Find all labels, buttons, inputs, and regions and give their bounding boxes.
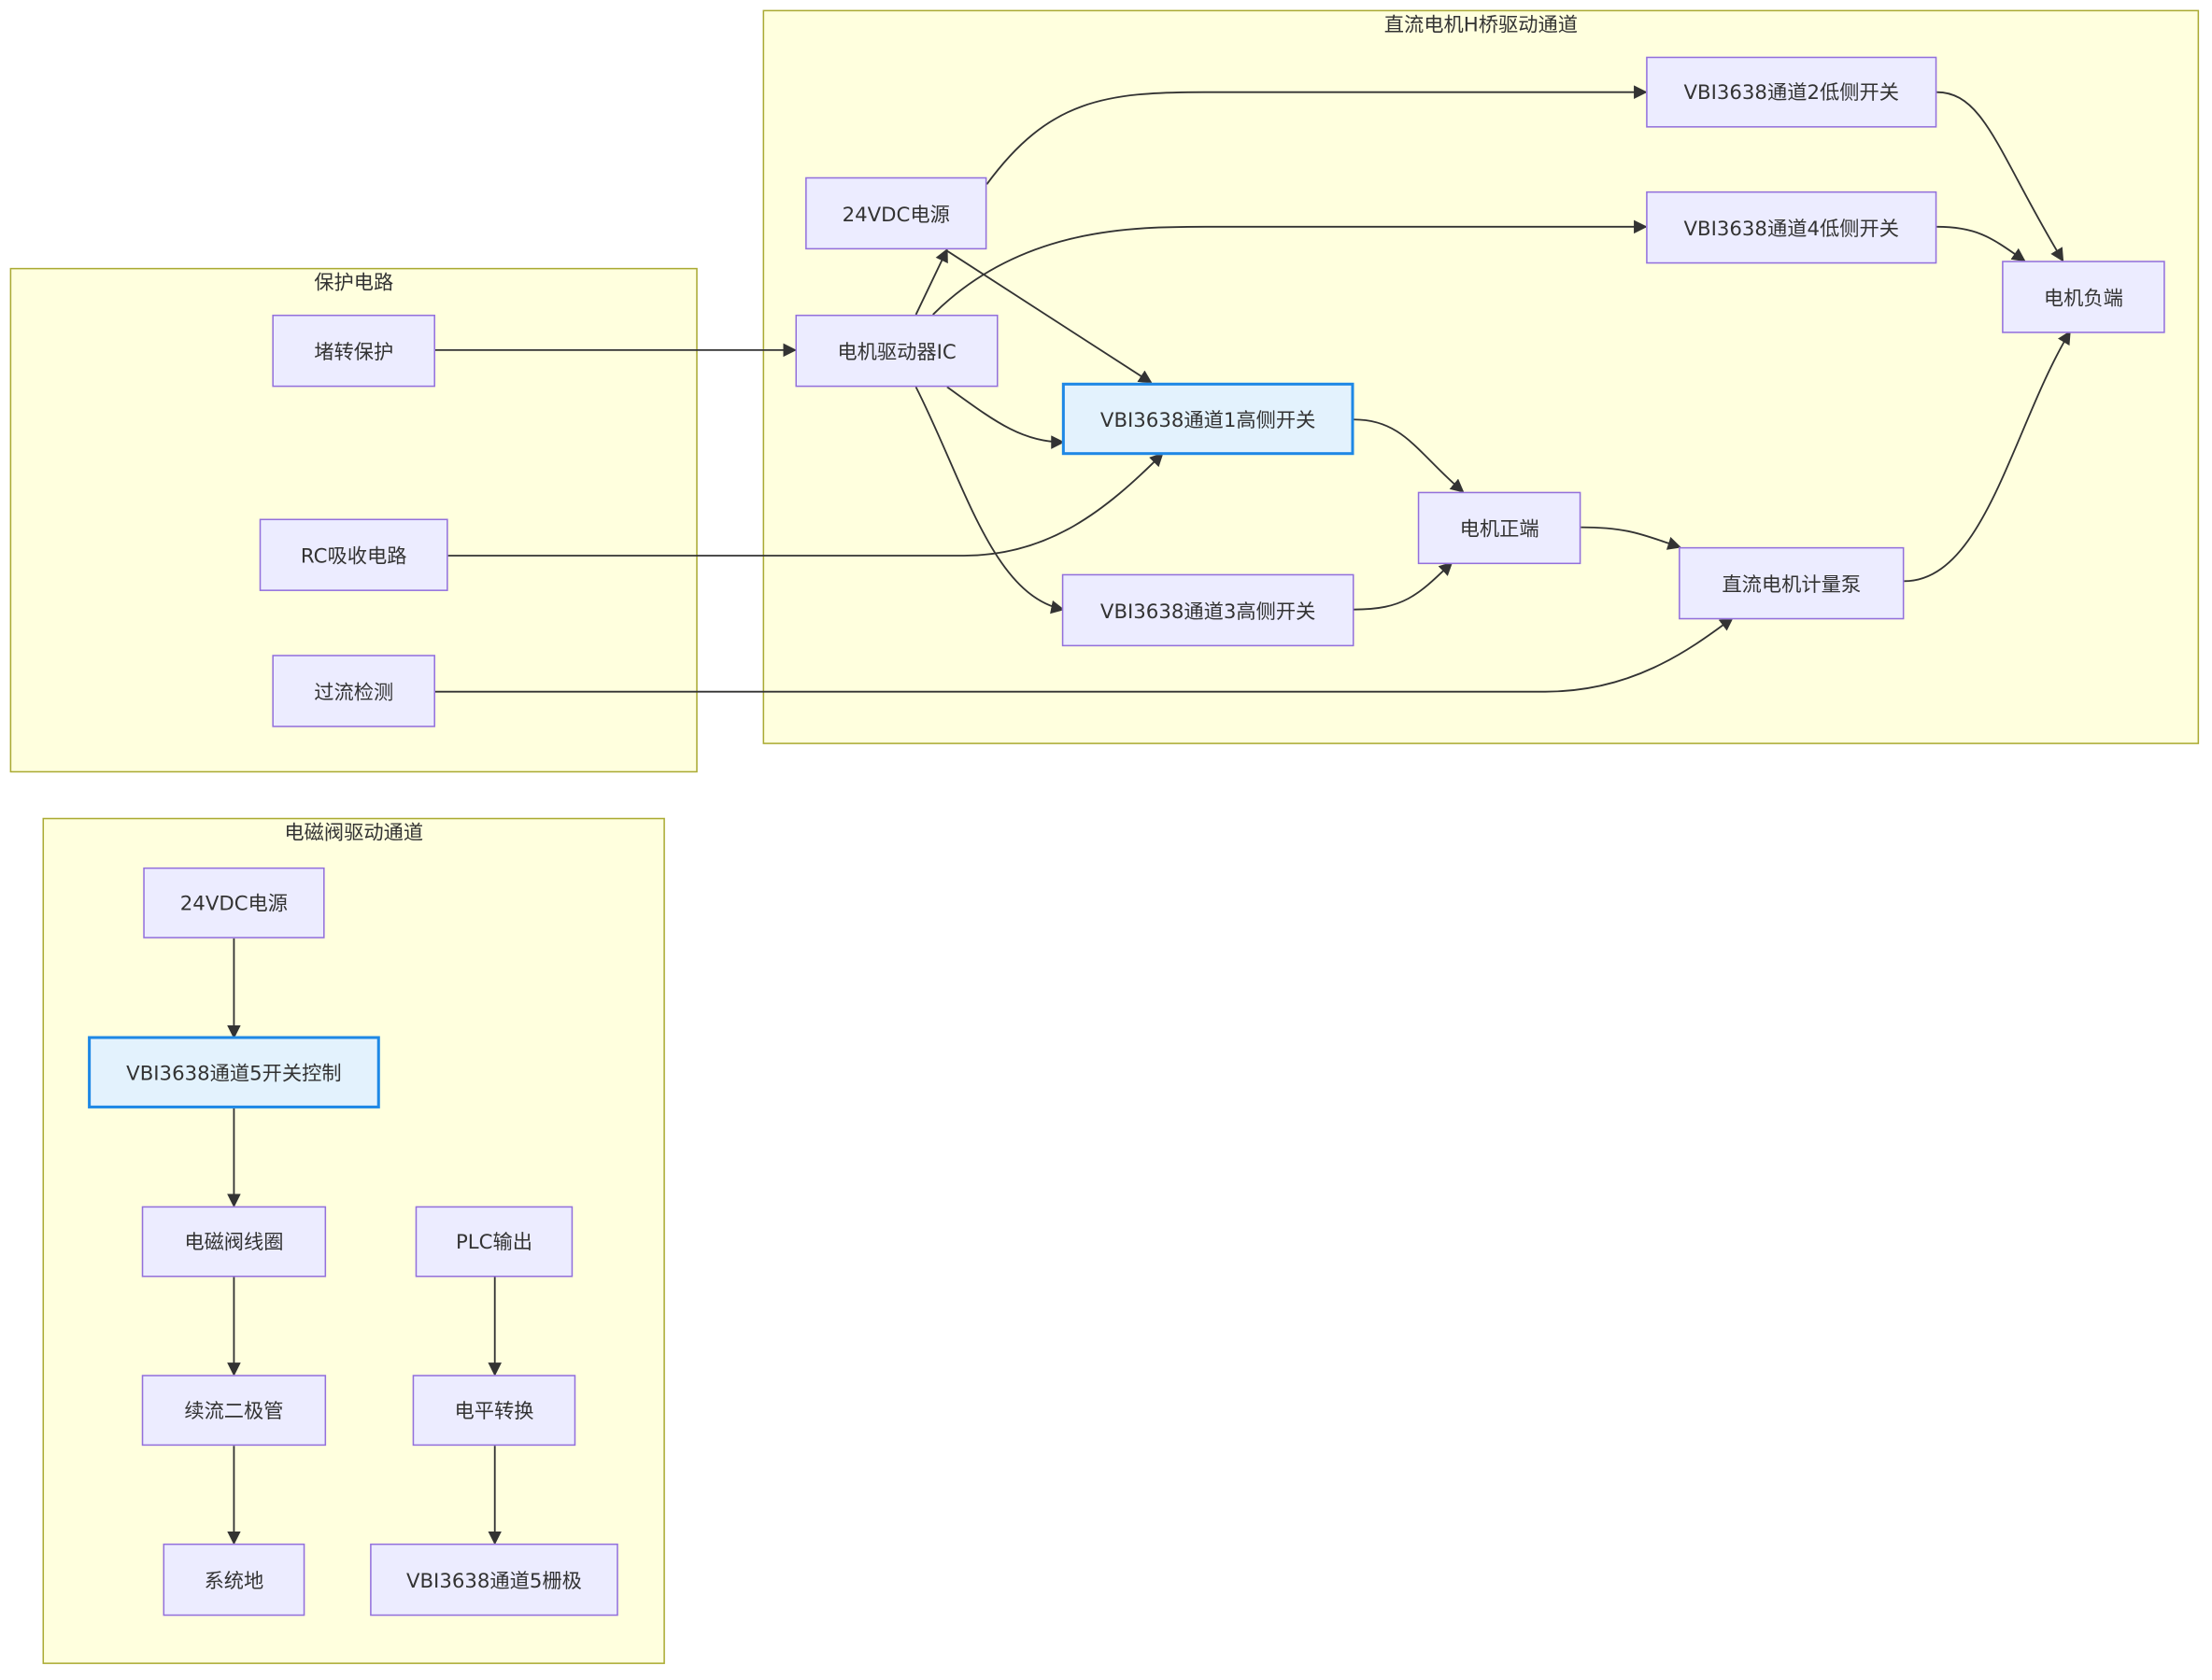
node-vbi3638-ch2-low-side[interactable]: VBI3638通道2低侧开关 bbox=[1646, 56, 1937, 128]
cluster-title-solenoid: 电磁阀驱动通道 bbox=[284, 822, 424, 845]
cluster-hbridge: 直流电机H桥驱动通道 bbox=[762, 9, 2200, 744]
node-vbi3638-ch1-high-side[interactable]: VBI3638通道1高侧开关 bbox=[1061, 382, 1354, 456]
node-rc-snubber[interactable]: RC吸收电路 bbox=[259, 518, 448, 591]
edge-ch2-to-motor-load bbox=[1936, 91, 2064, 262]
edge-driver-to-ch1-high bbox=[946, 386, 1065, 449]
node-motor-driver-ic[interactable]: 电机驱动器IC bbox=[795, 314, 999, 388]
edge-overcurrent-to-pump bbox=[434, 616, 1734, 693]
edge-ch3-to-motor-pos bbox=[1354, 561, 1453, 611]
node-sv-24vdc-power[interactable]: 24VDC电源 bbox=[143, 867, 325, 939]
edge-ch1-to-motor-pos bbox=[1354, 418, 1465, 493]
node-motor-negative[interactable]: 电机负端 bbox=[2002, 261, 2165, 333]
node-solenoid-coil[interactable]: 电磁阀线圈 bbox=[141, 1206, 327, 1278]
edge-power-to-ch4-low bbox=[915, 247, 948, 316]
cluster-title-protection: 保护电路 bbox=[314, 272, 394, 295]
edge-power-to-ch1-high bbox=[946, 249, 1153, 384]
edge-ch4-to-motor-load bbox=[1936, 225, 2026, 262]
node-vbi3638-ch5-gate[interactable]: VBI3638通道5栅极 bbox=[370, 1543, 618, 1616]
node-motor-positive[interactable]: 电机正端 bbox=[1417, 491, 1581, 565]
cluster-title-hbridge: 直流电机H桥驱动通道 bbox=[1383, 14, 1578, 37]
node-vbi3638-ch4-low-side[interactable]: VBI3638通道4低侧开关 bbox=[1646, 191, 1937, 264]
node-vbi3638-ch3-high-side[interactable]: VBI3638通道3高侧开关 bbox=[1061, 573, 1354, 647]
node-system-ground[interactable]: 系统地 bbox=[163, 1543, 305, 1616]
node-freewheel-diode[interactable]: 续流二极管 bbox=[141, 1375, 327, 1447]
edge-driver-to-ch3-high bbox=[915, 386, 1065, 614]
edge-rc-to-ch1-high bbox=[447, 452, 1164, 557]
node-vbi3638-ch5-switch[interactable]: VBI3638通道5开关控制 bbox=[88, 1036, 380, 1108]
edge-pump-to-motor-load bbox=[1904, 330, 2071, 583]
node-level-shift[interactable]: 电平转换 bbox=[412, 1375, 576, 1447]
edge-power-to-ch2-low bbox=[985, 85, 1648, 185]
node-stall-protection[interactable]: 堵转保护 bbox=[272, 314, 435, 388]
edge-motor-pos-to-pump bbox=[1581, 526, 1681, 550]
node-hb-24vdc-power[interactable]: 24VDC电源 bbox=[805, 176, 987, 250]
node-dc-metering-pump[interactable]: 直流电机计量泵 bbox=[1679, 546, 1905, 620]
node-plc-output[interactable]: PLC输出 bbox=[415, 1206, 574, 1278]
edge-driver-to-ch4-low bbox=[932, 219, 1648, 316]
node-overcurrent-detection[interactable]: 过流检测 bbox=[272, 655, 435, 727]
